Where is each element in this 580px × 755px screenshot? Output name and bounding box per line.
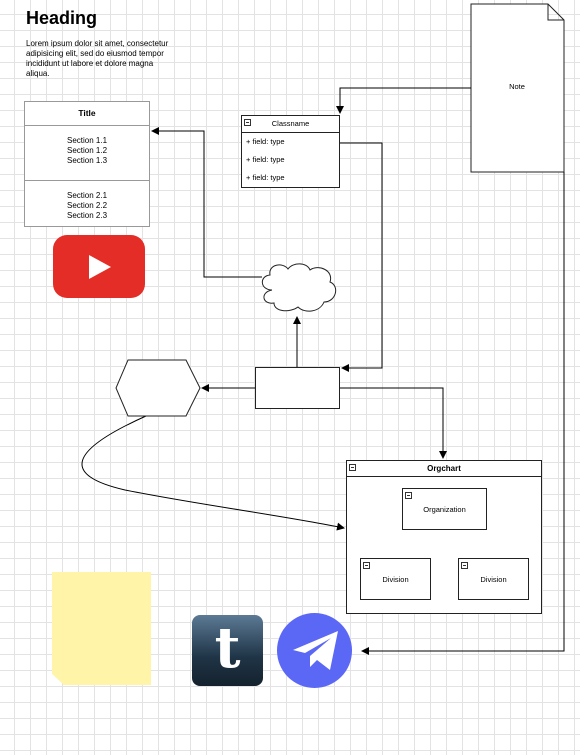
org-node-division[interactable]: Division: [458, 558, 529, 600]
class-field: + field: type: [246, 137, 285, 146]
edge-classname-to-process[interactable]: [340, 142, 383, 372]
edge-cloud-to-list[interactable]: [151, 127, 262, 278]
title-list-box[interactable]: Title Section 1.1 Section 1.2 Section 1.…: [24, 101, 150, 227]
process-box[interactable]: [255, 367, 340, 409]
list-item: Section 2.1: [66, 191, 108, 200]
orgchart-title: Orgchart: [427, 464, 461, 473]
lorem-text[interactable]: Lorem ipsum dolor sit amet, consectetur …: [26, 39, 169, 78]
collapse-icon[interactable]: [461, 562, 468, 569]
edge-note-to-telegram[interactable]: [361, 172, 565, 655]
list-section-2: Section 2.1 Section 2.2 Section 2.3: [25, 181, 149, 221]
class-field: + field: type: [246, 173, 285, 182]
edge-process-to-orgchart[interactable]: [340, 387, 447, 459]
org-node-division[interactable]: Division: [360, 558, 431, 600]
classname-label: Classname: [271, 119, 310, 128]
sticky-note-icon[interactable]: [52, 572, 151, 685]
edge-hexagon-to-orgchart[interactable]: [81, 415, 345, 531]
list-item: Section 2.2: [66, 201, 108, 210]
classname-header: Classname: [242, 116, 339, 133]
collapse-icon[interactable]: [244, 119, 251, 126]
play-icon: [89, 255, 111, 279]
list-section-1: Section 1.1 Section 1.2 Section 1.3: [25, 126, 149, 166]
org-node-label: Division: [480, 575, 507, 584]
tumblr-icon[interactable]: t: [192, 615, 263, 686]
collapse-icon[interactable]: [349, 464, 356, 471]
edge-note-to-classname[interactable]: [336, 87, 471, 114]
list-title: Title: [25, 102, 149, 126]
list-item: Section 1.1: [66, 136, 108, 145]
youtube-icon[interactable]: [53, 235, 145, 298]
org-node-label: Division: [382, 575, 409, 584]
classname-box[interactable]: Classname + field: type + field: type + …: [241, 115, 340, 188]
note-shape[interactable]: [470, 3, 565, 173]
heading-text[interactable]: Heading: [26, 8, 98, 28]
class-field: + field: type: [246, 155, 285, 164]
collapse-icon[interactable]: [363, 562, 370, 569]
list-divider: [25, 180, 149, 181]
note-label: Note: [509, 82, 525, 91]
list-item: Section 2.3: [66, 211, 108, 220]
orgchart-header: Orgchart: [347, 461, 541, 477]
org-node-root[interactable]: Organization: [402, 488, 487, 530]
hexagon-shape[interactable]: [115, 359, 201, 417]
cloud-shape[interactable]: [261, 263, 337, 312]
org-node-label: Organization: [423, 505, 466, 514]
list-item: Section 1.2: [66, 146, 108, 155]
collapse-icon[interactable]: [405, 492, 412, 499]
telegram-icon[interactable]: [277, 613, 352, 688]
list-item: Section 1.3: [66, 156, 108, 165]
